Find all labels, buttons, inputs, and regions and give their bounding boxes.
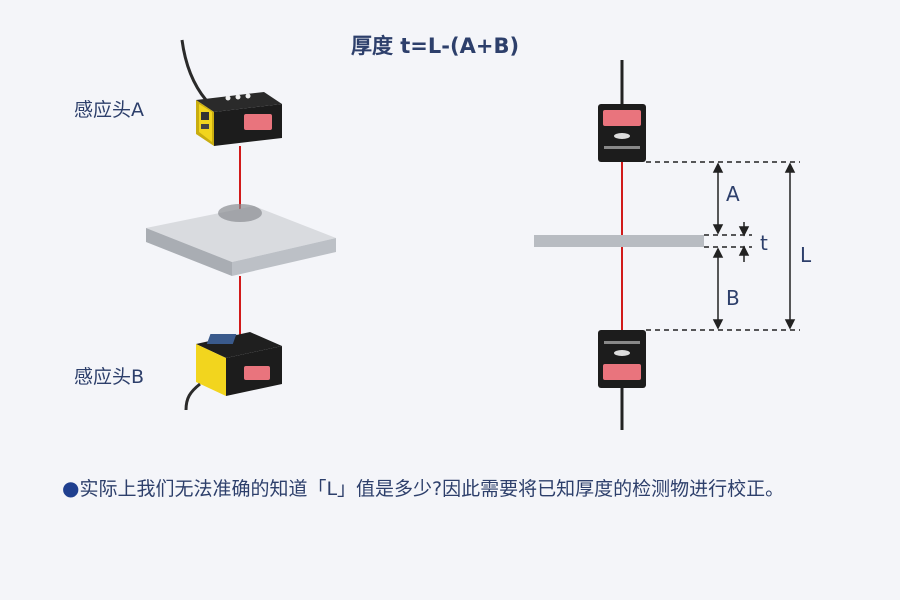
dimension-l-label: L (800, 243, 812, 267)
dimension-a-arrow (712, 162, 724, 235)
test-plate (146, 204, 336, 276)
sensor-bottom (598, 330, 646, 388)
bullet-icon: ● (62, 476, 80, 500)
sensor-a (196, 92, 282, 146)
sensor-a-label: 感应头A (74, 99, 144, 121)
sensor-b (196, 332, 282, 396)
dimension-b-label: B (726, 286, 740, 310)
formula-title: 厚度 t=L-(A+B) (350, 34, 520, 58)
plate-side-view (534, 235, 704, 247)
sensor-b-cable (184, 382, 201, 411)
dimension-t-label: t (760, 231, 768, 255)
sensor-b-label: 感应头B (74, 366, 145, 388)
sensor-top (598, 104, 646, 162)
dimension-a-label: A (726, 182, 740, 206)
calibration-note: ●实际上我们无法准确的知道「L」值是多少?因此需要将已知厚度的检测物进行校正。 (62, 472, 852, 506)
dimension-l-arrow (784, 162, 796, 330)
dimension-t-arrow (738, 222, 750, 262)
sensor-a-cable (180, 39, 208, 101)
calibration-note-text: 实际上我们无法准确的知道「L」值是多少?因此需要将已知厚度的检测物进行校正。 (79, 478, 785, 500)
dimension-b-arrow (712, 247, 724, 330)
